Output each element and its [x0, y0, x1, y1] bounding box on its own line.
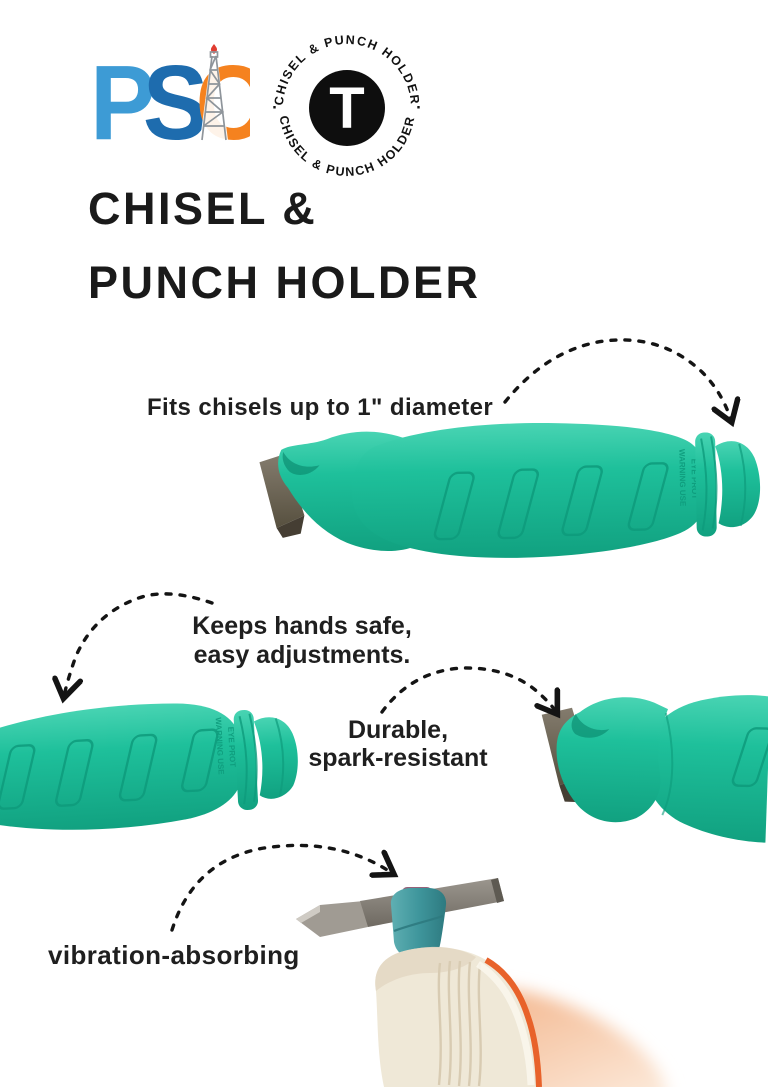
psc-logo: PSC: [90, 43, 250, 150]
feature-durable-label: Durable, spark-resistant: [296, 716, 500, 772]
grip-grooves: [731, 727, 768, 788]
feature-diameter-label: Fits chisels up to 1" diameter: [147, 394, 494, 421]
oil-derrick-icon: [200, 44, 228, 141]
grip-grooves: [0, 728, 219, 810]
glove-ruffle: [437, 960, 482, 1087]
embossed-warning-text: WARNING USE: [214, 717, 226, 775]
badge-center-letter: T: [329, 76, 364, 141]
feature-safety-label: Keeps hands safe, easy adjustments.: [168, 612, 436, 670]
handle-grip-body: [351, 423, 708, 558]
page-title: CHISEL & PUNCH HOLDER: [88, 172, 481, 320]
handle-photo-main: WARNING USE EYE PROT: [259, 423, 761, 558]
feature-durable-line-2: spark-resistant: [308, 744, 488, 772]
embossed-eye-text: EYE PROT: [689, 459, 699, 500]
arrow-diameter: [503, 338, 731, 420]
product-badge: CHISEL & PUNCH HOLDER CHISEL & PUNCH HOL…: [272, 33, 422, 179]
embossed-eye-text: EYE PROT: [226, 726, 237, 767]
handle-grip-body: [643, 695, 768, 843]
glove-leather-back: [375, 946, 476, 991]
page-title-line-2: PUNCH HOLDER: [88, 257, 481, 308]
handle-grip-body: [0, 703, 244, 830]
grip-grooves: [433, 462, 669, 541]
badge-separator-left: ·: [272, 98, 278, 117]
handle-end-cap: [253, 717, 298, 799]
handle-photo-right: [541, 695, 768, 843]
feature-safety-line-2: easy adjustments.: [193, 641, 411, 669]
glove-trim: [484, 957, 542, 1087]
page-title-line-1: CHISEL &: [88, 183, 318, 234]
handle-photo-left: WARNING USE EYE PROT: [0, 703, 298, 830]
feature-vibration-label: vibration-absorbing: [48, 940, 300, 970]
chisel-tip: [259, 453, 305, 529]
badge-circle: [309, 70, 385, 146]
handle-end-cap: [715, 441, 761, 528]
embossed-warning-text: WARNING USE: [677, 449, 687, 507]
badge-separator-right: ·: [416, 98, 422, 117]
glove-usage-photo: [296, 878, 668, 1087]
feature-durable-line-1: Durable,: [347, 716, 449, 744]
feature-safety-line-1: Keeps hands safe,: [192, 612, 412, 640]
